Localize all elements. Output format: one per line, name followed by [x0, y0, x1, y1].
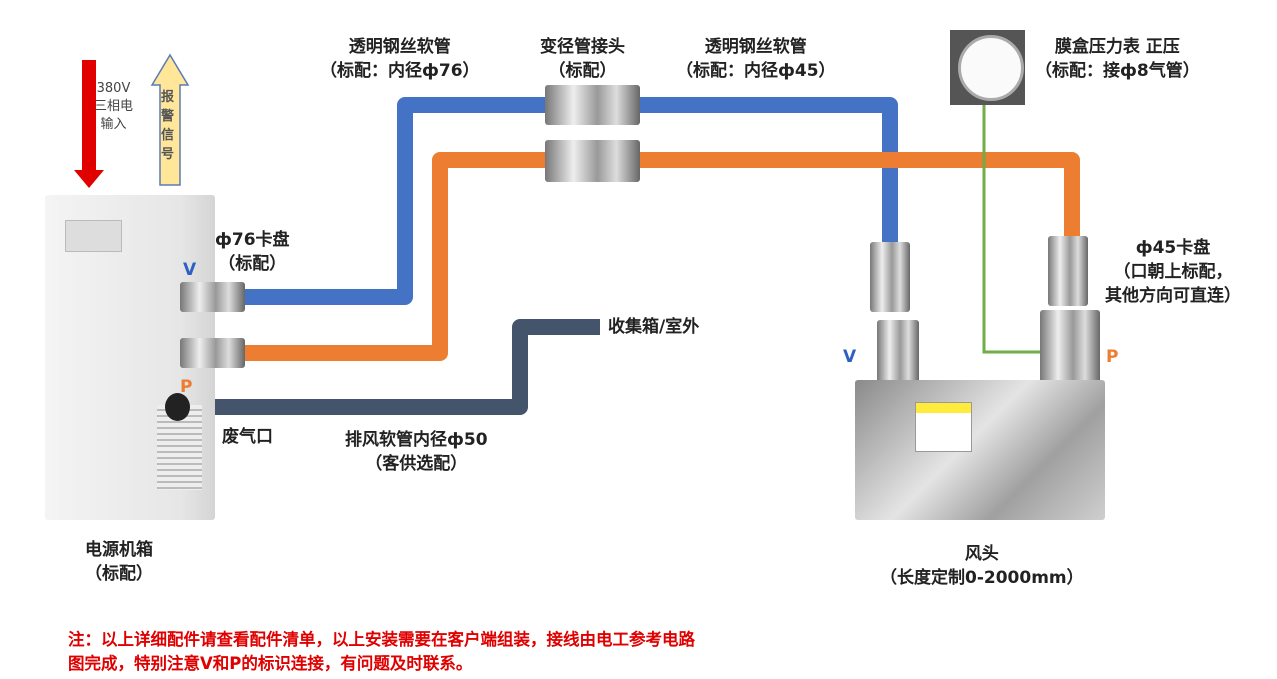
installation-note: 注：以上详细配件请查看配件清单，以上安装需要在客户端组装，接线由电工参考电路图完…: [68, 630, 695, 673]
p-label-fan: P: [1106, 347, 1119, 367]
clamp-45-p: [1048, 236, 1088, 306]
reducer-fitting-top: [545, 85, 640, 125]
cabinet-label: 电源机箱（标配）: [85, 540, 153, 584]
hose-45-label: 透明钢丝软管（标配：内径ф45）: [676, 37, 836, 81]
clamp-45-label: ф45卡盘（口朝上标配，其他方向可直连）: [1105, 238, 1241, 306]
hose-76-label: 透明钢丝软管（标配：内径ф76）: [320, 37, 480, 81]
exhaust-hose-label: 排风软管内径ф50（客供选配）: [345, 430, 488, 474]
reducer-fitting-bottom: [545, 140, 640, 182]
fan-head-body: [855, 380, 1105, 520]
fan-head-label: 风头（长度定制0-2000mm）: [880, 544, 1084, 588]
clamp-76-p: [180, 338, 245, 368]
exhaust-port-label: 废气口: [222, 427, 273, 447]
v-label-cabinet: V: [183, 260, 197, 280]
clamp-45-v: [870, 242, 910, 312]
orange-hose: [245, 152, 1080, 361]
p-label-cabinet: P: [180, 377, 193, 397]
exhaust-port: [165, 393, 190, 421]
gauge-label: 膜盒压力表 正压（标配：接ф8气管）: [1035, 37, 1200, 81]
fan-inlet-v: [877, 320, 919, 385]
reducer-label: 变径管接头（标配）: [540, 37, 625, 81]
clamp-76-label: ф76卡盘（标配）: [215, 230, 290, 274]
exhaust-hose: [185, 319, 600, 415]
pressure-gauge: [950, 30, 1025, 105]
alarm-signal-arrow: [150, 53, 190, 186]
collector-label: 收集箱/室外: [608, 317, 700, 337]
clamp-76-v: [180, 282, 245, 312]
power-input-arrow: [74, 60, 104, 188]
blue-hose: [245, 97, 898, 305]
v-label-fan: V: [843, 347, 857, 367]
fan-inlet-p: [1040, 310, 1100, 385]
gauge-air-line: [982, 100, 1045, 354]
alarm-signal-label: 报警信号: [161, 90, 175, 162]
